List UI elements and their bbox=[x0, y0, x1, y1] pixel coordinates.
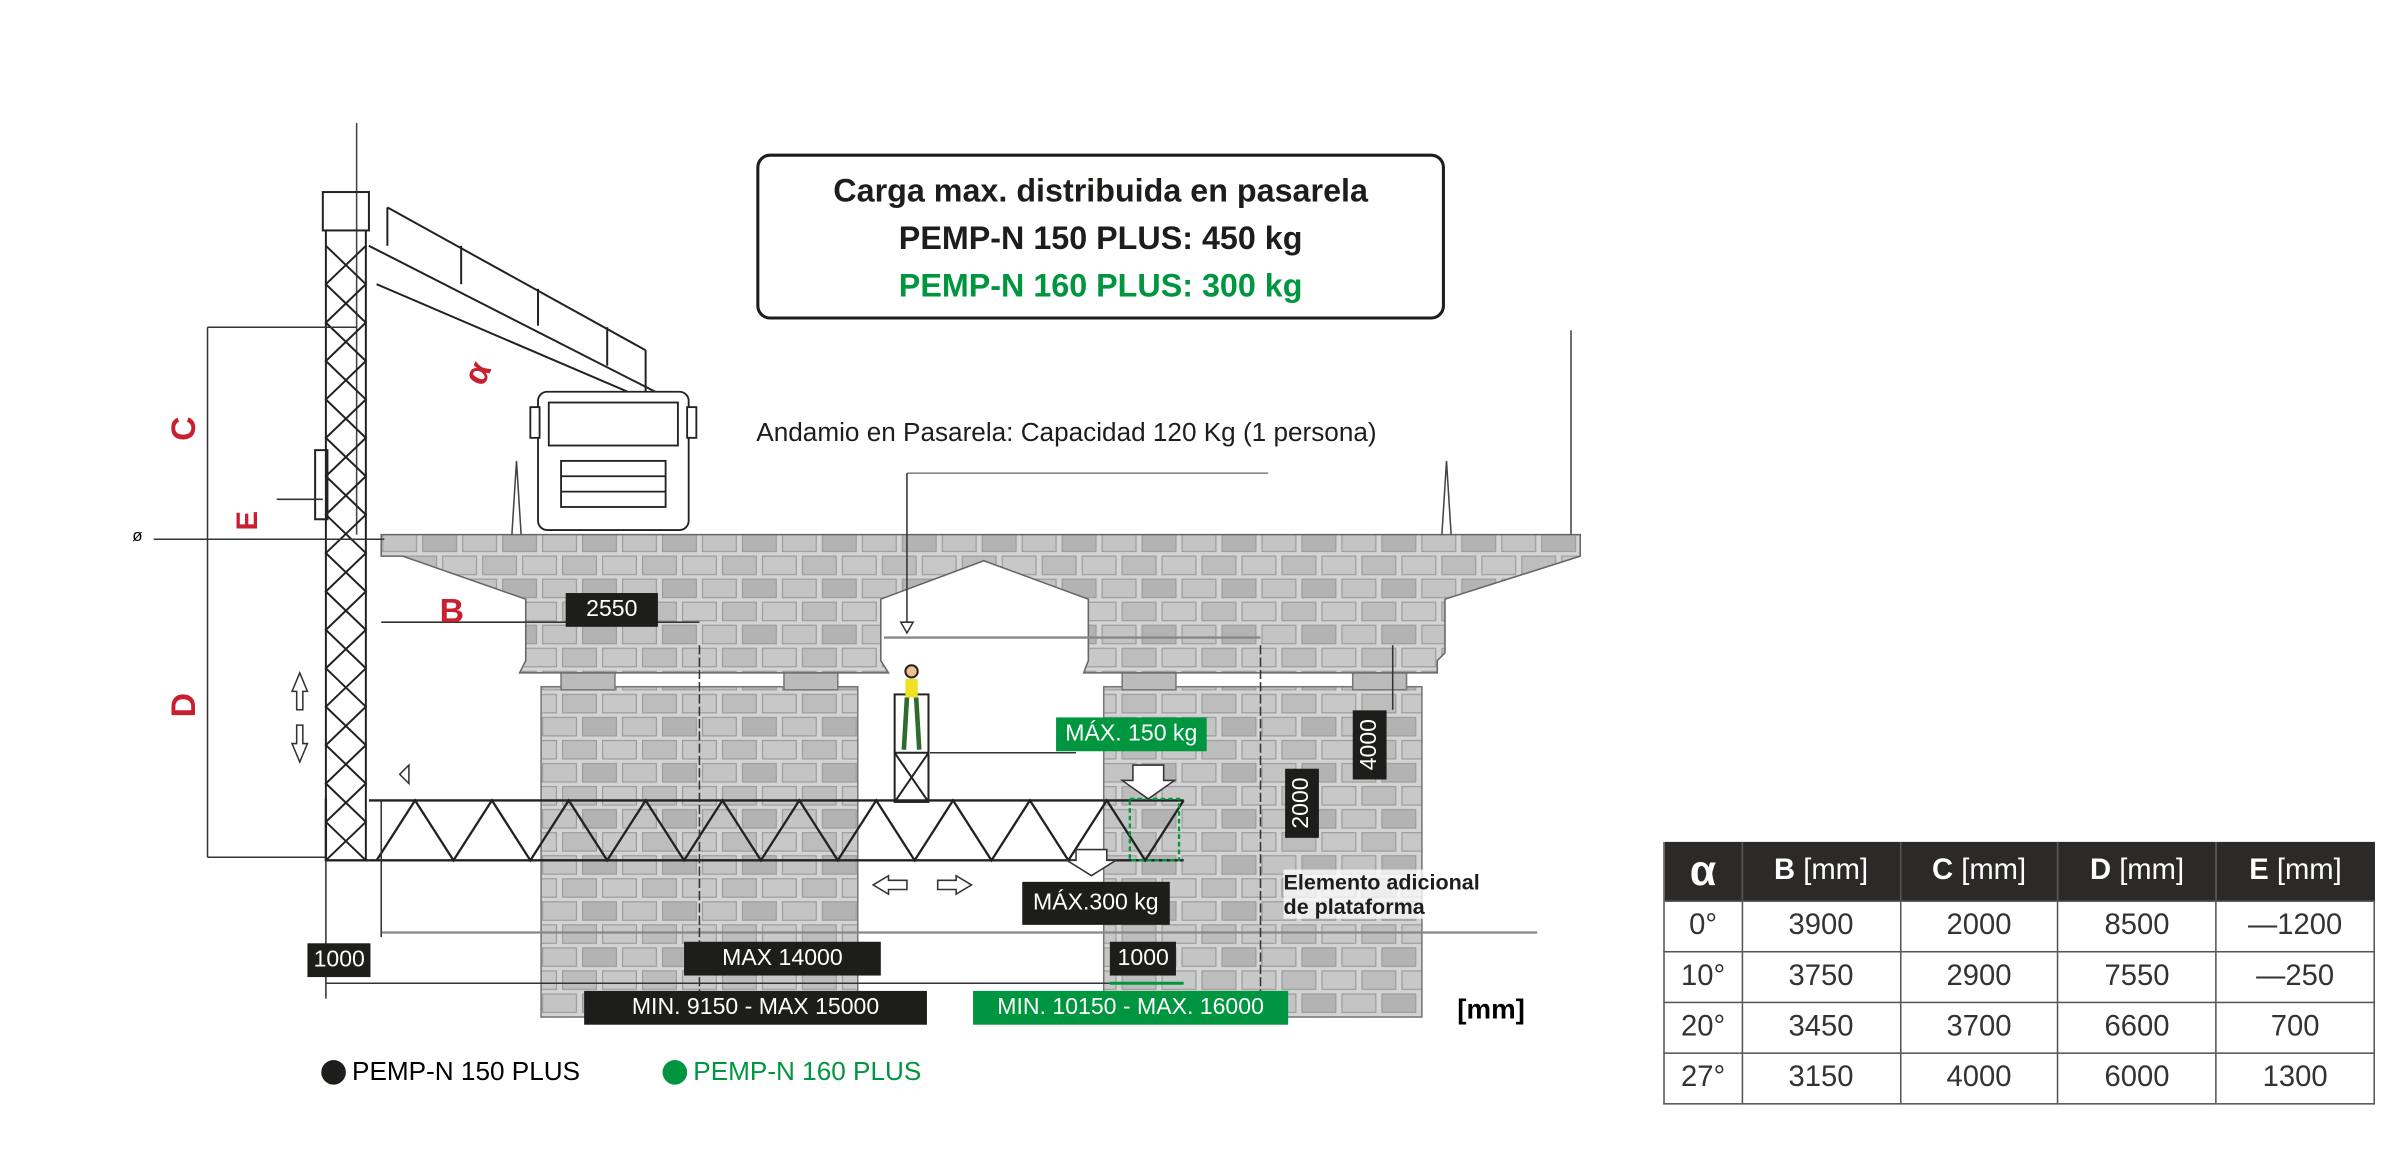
unit-label: [mm] bbox=[1457, 993, 1525, 1025]
header-text: E bbox=[2249, 854, 2269, 887]
additional-element-note: Elemento adicional de plataforma bbox=[1283, 869, 1480, 919]
header-d: D [mm] bbox=[2057, 841, 2217, 902]
arrow-icons bbox=[290, 621, 1177, 896]
header-text: B bbox=[1773, 854, 1796, 887]
label-zero-level: ø bbox=[132, 526, 143, 546]
label-b: B bbox=[439, 591, 465, 630]
table-cell: 1300 bbox=[2215, 1052, 2375, 1105]
truck bbox=[529, 390, 698, 531]
dim-4000: 4000 bbox=[1352, 709, 1387, 780]
header-alpha: α bbox=[1663, 841, 1743, 902]
load-box-150: PEMP-N 150 PLUS: 450 kg bbox=[898, 221, 1303, 257]
legend-dot-black-icon bbox=[321, 1060, 346, 1085]
header-text: [mm] bbox=[2268, 854, 2342, 887]
header-text: [mm] bbox=[2111, 854, 2185, 887]
dim-max-14000: MAX 14000 bbox=[684, 941, 881, 976]
header-b: B [mm] bbox=[1741, 841, 1901, 902]
dimension-lines bbox=[153, 326, 1538, 1014]
dim-2550: 2550 bbox=[565, 593, 658, 627]
legend-label-150: PEMP-N 150 PLUS bbox=[352, 1056, 581, 1087]
table-cell: 3450 bbox=[1741, 1001, 1901, 1054]
additional-element-line2: de plataforma bbox=[1283, 894, 1425, 919]
dim-left-1000: 1000 bbox=[307, 943, 372, 978]
table-cell: 2000 bbox=[1899, 900, 2059, 953]
table-cell: 6600 bbox=[2057, 1001, 2217, 1054]
header-text: α bbox=[1689, 846, 1717, 895]
load-box-title: Carga max. distribuida en pasarela bbox=[833, 173, 1368, 209]
horizontal-truss bbox=[324, 798, 1185, 863]
table-cell: 0° bbox=[1663, 900, 1743, 953]
table-cell: 6000 bbox=[2057, 1052, 2217, 1105]
table-cell: 3750 bbox=[1741, 950, 1901, 1004]
table-cell: 700 bbox=[2215, 1001, 2375, 1054]
header-c: C [mm] bbox=[1899, 841, 2059, 902]
header-e: E [mm] bbox=[2215, 841, 2375, 902]
dim-right-1000: 1000 bbox=[1109, 941, 1177, 976]
table-cell: 2900 bbox=[1899, 950, 2059, 1004]
legend-item-160: PEMP-N 160 PLUS bbox=[662, 1056, 922, 1088]
table-cell: 4000 bbox=[1899, 1052, 2059, 1105]
header-text: D bbox=[2089, 854, 2112, 887]
label-e: E bbox=[232, 511, 265, 531]
header-text: [mm] bbox=[1795, 854, 1869, 887]
scaffold-with-worker bbox=[893, 664, 930, 803]
load-capacity-box: Carga max. distribuida en pasarela PEMP-… bbox=[756, 153, 1445, 320]
table-cell: 3150 bbox=[1741, 1052, 1901, 1105]
dim-2000: 2000 bbox=[1285, 768, 1319, 838]
bridge-deck bbox=[380, 533, 1582, 674]
table-header-row: α B [mm] C [mm] D [mm] E [mm] bbox=[1663, 841, 2375, 902]
range-pemp-150: MIN. 9150 - MAX 15000 bbox=[584, 990, 927, 1025]
load-box-160: PEMP-N 160 PLUS: 300 kg bbox=[898, 268, 1303, 305]
range-pemp-160: MIN. 10150 - MAX. 16000 bbox=[973, 990, 1289, 1025]
table-cell: 20° bbox=[1663, 1001, 1743, 1054]
additional-element-line1: Elemento adicional bbox=[1283, 869, 1480, 895]
max-150kg-tag: MÁX. 150 kg bbox=[1056, 717, 1207, 752]
legend-dot-green-icon bbox=[662, 1060, 688, 1085]
table-cell: 10° bbox=[1663, 950, 1743, 1004]
table-cell: —1200 bbox=[2215, 900, 2375, 953]
table-cell: 3900 bbox=[1741, 900, 1901, 953]
scaffold-capacity-note: Andamio en Pasarela: Capacidad 120 Kg (1… bbox=[756, 417, 1377, 448]
vertical-tower bbox=[314, 191, 370, 862]
label-c: C bbox=[164, 416, 203, 441]
header-text: [mm] bbox=[1953, 854, 2027, 887]
max-300kg-tag: MÁX.300 kg bbox=[1022, 881, 1170, 925]
table-cell: —250 bbox=[2215, 950, 2375, 1004]
header-text: C bbox=[1931, 854, 1954, 887]
table-cell: 3700 bbox=[1899, 1001, 2059, 1054]
table-cell: 7550 bbox=[2057, 950, 2217, 1004]
inclined-walkway bbox=[368, 206, 677, 404]
table-cell: 27° bbox=[1663, 1052, 1743, 1105]
table-cell: 8500 bbox=[2057, 900, 2217, 953]
legend-label-160: PEMP-N 160 PLUS bbox=[693, 1056, 922, 1087]
label-d: D bbox=[164, 692, 203, 718]
legend-item-150: PEMP-N 150 PLUS bbox=[321, 1057, 580, 1088]
